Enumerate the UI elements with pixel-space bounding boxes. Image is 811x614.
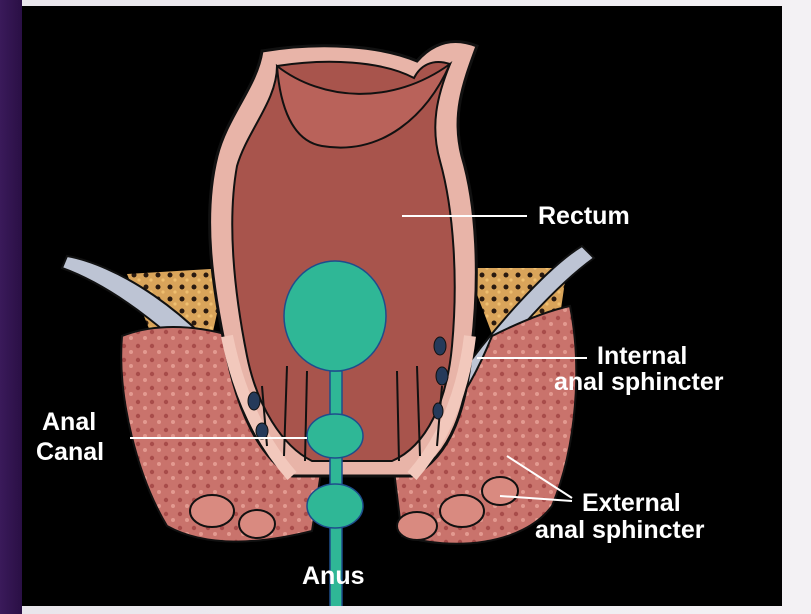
internal-sphincter-label-line1: Internal	[597, 342, 687, 370]
diagram-panel: Rectum Internal anal sphincter Anal Cana…	[22, 6, 782, 606]
anal-canal-label-line2: Canal	[36, 438, 104, 466]
rectum-label: Rectum	[538, 202, 630, 230]
external-sphincter-label-line2: anal sphincter	[535, 516, 705, 544]
anal-canal-label-line1: Anal	[42, 408, 96, 436]
external-sphincter-label-line1: External	[582, 489, 681, 517]
anus-label: Anus	[302, 562, 365, 590]
internal-sphincter-label-line2: anal sphincter	[554, 368, 724, 396]
anorectal-anatomy-diagram: Rectum Internal anal sphincter Anal Cana…	[22, 6, 782, 606]
